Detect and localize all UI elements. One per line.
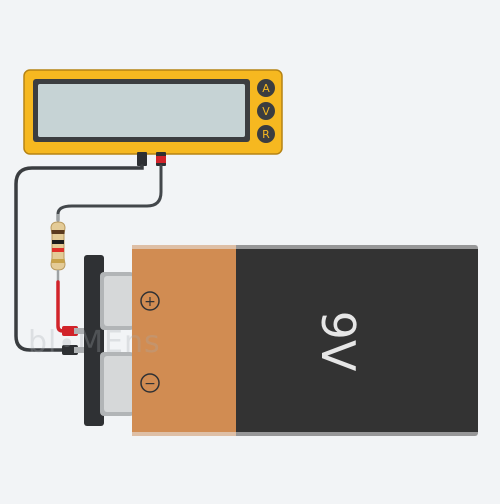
positive-probe-jack-marker (156, 156, 166, 163)
multimeter-screen (38, 84, 245, 137)
resistor-band-2 (52, 240, 64, 244)
resistor-band-1 (51, 230, 65, 234)
mode-button-r-label: R (262, 128, 270, 141)
mode-button-v[interactable]: V (257, 102, 275, 120)
negative-symbol-label: − (144, 376, 156, 392)
positive-symbol-label: + (144, 294, 156, 310)
watermark: bl∙MEns (28, 325, 161, 360)
mode-button-a-label: A (262, 82, 270, 95)
common-probe-jack[interactable] (137, 152, 147, 166)
resistor-band-4 (51, 259, 65, 263)
mode-button-a[interactable]: A (257, 79, 275, 97)
resistor-band-3 (52, 248, 64, 252)
resistor[interactable] (50, 214, 66, 282)
battery-9v[interactable]: + − 9V (84, 245, 478, 436)
negative-clip[interactable] (62, 345, 88, 355)
positive-symbol (140, 291, 160, 311)
red-wire[interactable] (56, 280, 72, 333)
mode-button-v-label: V (262, 105, 270, 118)
multimeter[interactable]: A V R (23, 69, 283, 166)
black-probe-wire[interactable] (14, 164, 144, 352)
negative-symbol (140, 373, 160, 393)
positive-probe-wire[interactable] (56, 164, 163, 222)
mode-button-r[interactable]: R (257, 125, 275, 143)
positive-clip[interactable] (62, 326, 88, 336)
battery-voltage-label: 9V (311, 311, 365, 372)
battery-label-band (132, 245, 236, 436)
battery-terminal-plate (84, 255, 104, 426)
